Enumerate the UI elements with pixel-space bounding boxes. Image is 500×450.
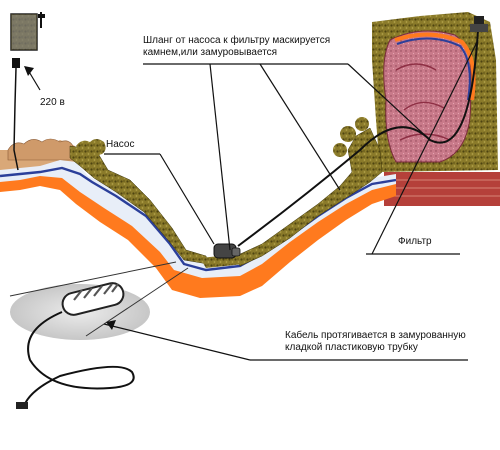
pump-label: Насос xyxy=(106,139,135,150)
stone-masonry-right xyxy=(235,117,383,267)
pond-liner-middle xyxy=(0,160,396,278)
hose-label: Шланг от насоса к фильтру маскируется ка… xyxy=(143,35,331,58)
pond-liner-outer xyxy=(0,168,396,298)
power-label: 220 в xyxy=(40,97,65,108)
cable-label: Кабель протягивается в замурованную клад… xyxy=(285,330,466,353)
waterfall-rock-wall xyxy=(372,12,500,206)
filter-label: Фильтр xyxy=(398,236,432,247)
hose-to-filter xyxy=(237,29,479,247)
pump-icon xyxy=(213,243,241,259)
leader-lines xyxy=(24,39,479,361)
stone-masonry-left xyxy=(69,139,209,265)
filter-icon xyxy=(470,16,488,32)
cable-inset xyxy=(9,261,189,409)
power-socket-icon xyxy=(10,12,45,171)
